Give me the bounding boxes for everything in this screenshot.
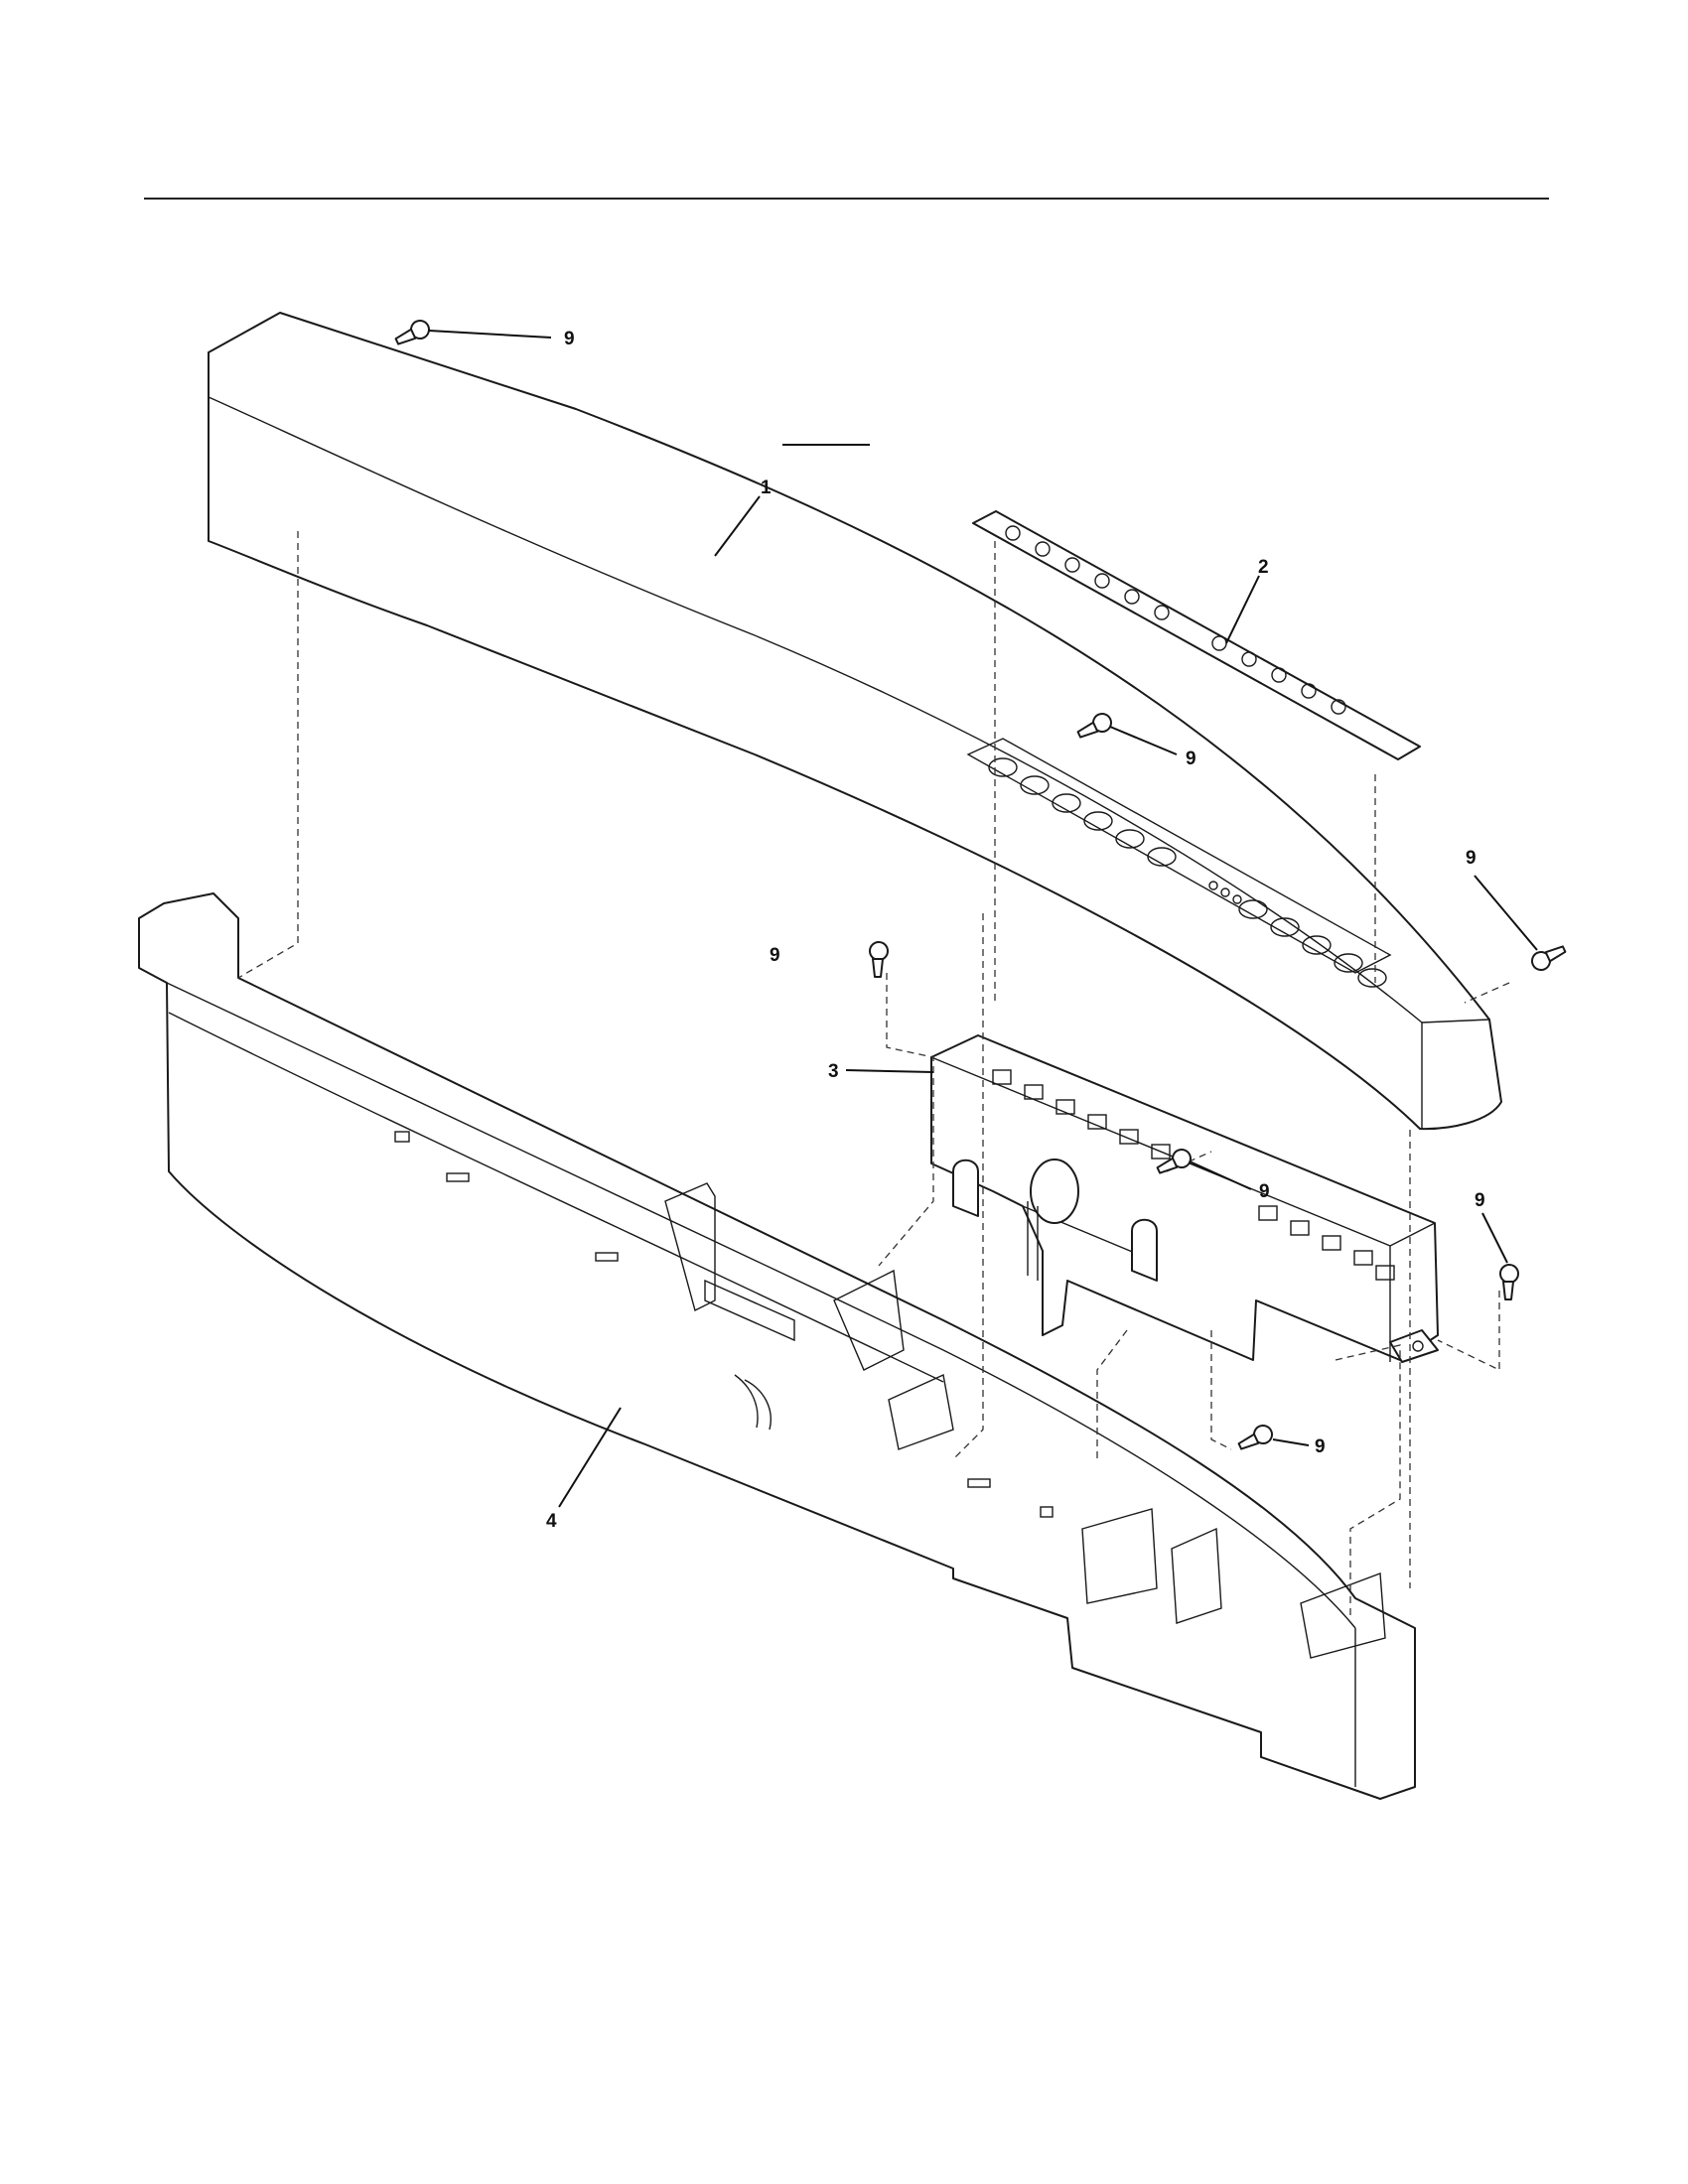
console-button-recesses (966, 738, 1392, 988)
leader-lines (428, 330, 1538, 1508)
callout-labels: 9 1 2 9 9 9 9 3 9 9 9 4 (546, 329, 1485, 1532)
callout-screw-lower: 9 (1315, 1436, 1326, 1457)
screw-icon-left-board (869, 941, 889, 978)
callout-screw-center-board: 9 (1259, 1181, 1270, 1202)
callout-screw-overlay: 9 (1186, 749, 1196, 769)
callout-inner-panel: 4 (546, 1511, 557, 1532)
screw-icon-center-board (1156, 1149, 1192, 1174)
overlay-strip (972, 510, 1421, 760)
callout-control-board: 3 (828, 1061, 839, 1082)
callout-panel: 1 (761, 478, 772, 498)
screw-icon-right-board (1499, 1264, 1519, 1300)
screw-icon-right-console (1531, 945, 1567, 971)
callout-screw-right-console: 9 (1466, 848, 1477, 869)
screw-icon-lower (1237, 1425, 1273, 1450)
control-panel-console (208, 312, 1502, 1131)
electronic-control-board (930, 1034, 1439, 1363)
callout-screw-left: 9 (770, 945, 780, 966)
callout-screw-right-board: 9 (1475, 1190, 1485, 1211)
inner-door-panel (138, 892, 1416, 1800)
callout-screw-top: 9 (564, 329, 575, 349)
screw-icon-overlay (1076, 713, 1112, 739)
screw-icon-top (394, 320, 430, 345)
alignment-lines (237, 531, 1510, 1618)
callout-overlay: 2 (1258, 557, 1269, 578)
